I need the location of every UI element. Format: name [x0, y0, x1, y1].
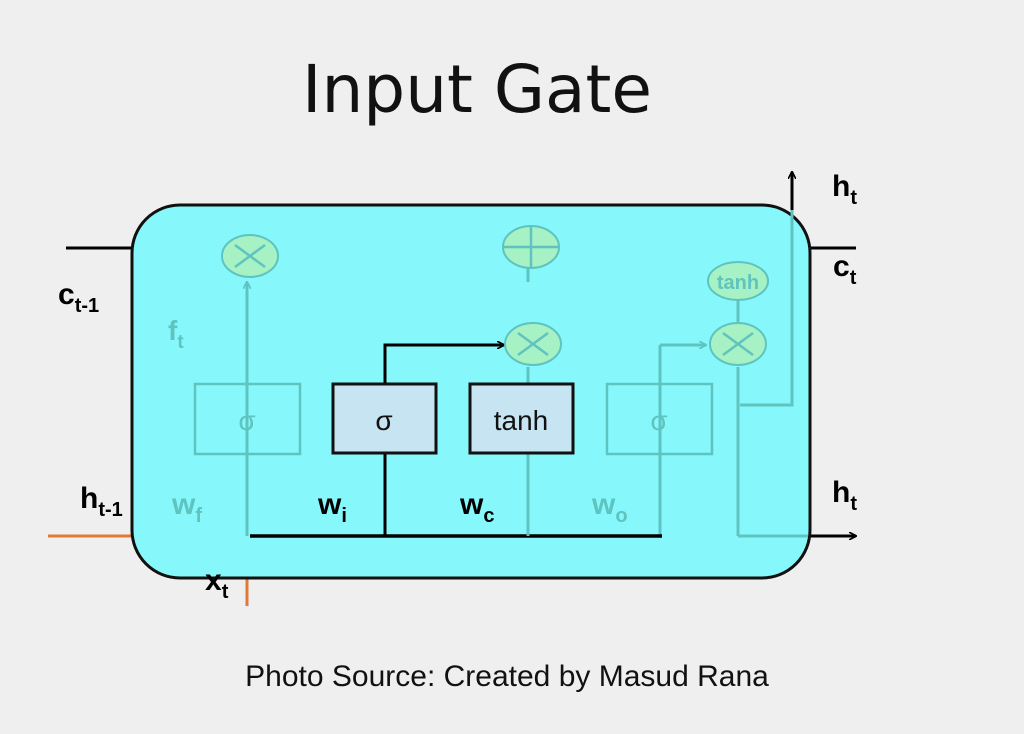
- c-out-label: ct: [833, 250, 857, 289]
- input-gate-box: [331, 382, 438, 455]
- input-gate-output-arrow: [383, 345, 504, 384]
- candidate-box: [468, 382, 575, 455]
- input-gate-label: σ: [375, 405, 392, 436]
- c-prev-label: ct-1: [58, 278, 99, 317]
- active-paths: [250, 345, 662, 538]
- forget-gate-box: [193, 382, 302, 456]
- h-out-label: ht: [832, 476, 857, 515]
- cell-tanh-label: tanh: [717, 272, 759, 294]
- h-prev-label: ht-1: [80, 482, 123, 521]
- candidate-label: tanh: [494, 405, 549, 436]
- multiply-op-output: [709, 322, 767, 366]
- w-o-label: wo: [591, 488, 628, 527]
- w-f-label: wf: [171, 488, 202, 527]
- page-title: Input Gate: [302, 51, 652, 128]
- forget-gate-label: σ: [238, 405, 255, 436]
- multiply-op-forget: [221, 234, 279, 278]
- w-c-label: wc: [459, 488, 494, 527]
- f-label: ft: [168, 315, 184, 353]
- h-out-top-label: ht: [832, 170, 857, 209]
- h-out-top-path: [740, 210, 794, 407]
- w-i-label: wi: [317, 488, 347, 527]
- x-label: xt: [205, 564, 229, 603]
- output-gate-box: [605, 382, 714, 456]
- inactive-paths: [247, 210, 808, 538]
- add-op: [502, 225, 560, 269]
- photo-source-caption: Photo Source: Created by Masud Rana: [245, 660, 769, 693]
- cell-tanh-op: [707, 261, 769, 301]
- multiply-op-input: [504, 322, 562, 366]
- output-gate-label: σ: [650, 405, 667, 436]
